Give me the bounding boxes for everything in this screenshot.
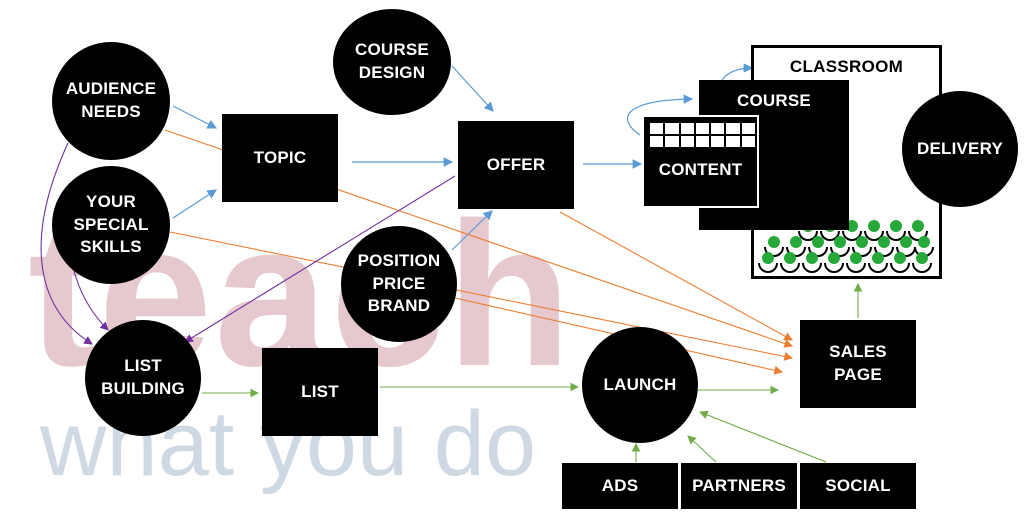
student-icon xyxy=(768,236,780,248)
arrow-offer-to-listbuilding xyxy=(184,175,456,343)
student-icon xyxy=(890,220,902,232)
content-grid xyxy=(650,123,755,147)
arrow-skills-to-sales xyxy=(169,231,794,361)
student-seat xyxy=(780,262,800,273)
student-seat xyxy=(868,262,888,273)
student-icon xyxy=(850,252,862,264)
arrow-offer-to-sales xyxy=(559,211,793,341)
student-icon xyxy=(894,252,906,264)
arrow-partners-to-launch xyxy=(687,435,717,463)
delivery-node: DELIVERY xyxy=(902,91,1018,207)
student-seat xyxy=(864,230,884,241)
student-icon xyxy=(868,220,880,232)
student-icon xyxy=(916,252,928,264)
student-seat xyxy=(912,262,932,273)
student-seat xyxy=(764,246,784,257)
student-seat xyxy=(758,262,778,273)
student-seat xyxy=(908,230,928,241)
student-icon xyxy=(790,236,802,248)
partners-node: PARTNERS xyxy=(681,463,797,509)
list-node: LIST xyxy=(262,348,378,436)
arrow-design-to-offer xyxy=(451,65,494,112)
student-seat xyxy=(798,230,818,241)
arrow-skills-to-topic xyxy=(172,189,218,219)
student-seat xyxy=(802,262,822,273)
arrow-content-to-course xyxy=(627,94,694,136)
student-icon xyxy=(806,252,818,264)
arrow-course-to-classroom xyxy=(721,63,754,81)
course-design-node: COURSE DESIGN xyxy=(333,9,451,115)
position-price-brand-node: POSITION PRICE BRAND xyxy=(341,226,457,342)
student-seat xyxy=(874,246,894,257)
content-label: CONTENT xyxy=(658,160,743,180)
student-icon xyxy=(846,220,858,232)
student-seat xyxy=(896,246,916,257)
student-seat xyxy=(808,246,828,257)
student-seat xyxy=(824,262,844,273)
arrow-audience-to-topic xyxy=(172,105,218,129)
student-seat xyxy=(842,230,862,241)
student-seat xyxy=(830,246,850,257)
classroom-label: CLASSROOM xyxy=(789,57,904,76)
student-seat xyxy=(786,246,806,257)
ads-node: ADS xyxy=(562,463,678,509)
offer-node: OFFER xyxy=(458,121,574,209)
student-icon xyxy=(918,236,930,248)
arrow-social-to-launch xyxy=(698,410,827,463)
sales-page-node: SALES PAGE xyxy=(800,320,916,408)
content-node: CONTENT xyxy=(642,115,759,208)
student-icon xyxy=(878,236,890,248)
student-icon xyxy=(784,252,796,264)
student-seat xyxy=(852,246,872,257)
student-seat xyxy=(820,230,840,241)
student-icon xyxy=(900,236,912,248)
student-icon xyxy=(762,252,774,264)
student-icon xyxy=(812,236,824,248)
your-special-skills-node: YOUR SPECIAL SKILLS xyxy=(52,166,170,284)
student-icon xyxy=(912,220,924,232)
student-seat xyxy=(886,230,906,241)
student-seat xyxy=(890,262,910,273)
launch-node: LAUNCH xyxy=(582,327,698,443)
arrow-audience-to-listbuilding xyxy=(40,142,93,345)
student-icon xyxy=(834,236,846,248)
arrow-position-to-offer xyxy=(451,210,493,251)
social-node: SOCIAL xyxy=(800,463,916,509)
topic-node: TOPIC xyxy=(222,114,338,202)
list-building-node: LIST BUILDING xyxy=(85,320,201,436)
student-icon xyxy=(856,236,868,248)
student-seat xyxy=(846,262,866,273)
course-label: COURSE xyxy=(737,91,811,110)
student-icon xyxy=(828,252,840,264)
student-icon xyxy=(872,252,884,264)
audience-needs-node: AUDIENCE NEEDS xyxy=(52,42,170,160)
